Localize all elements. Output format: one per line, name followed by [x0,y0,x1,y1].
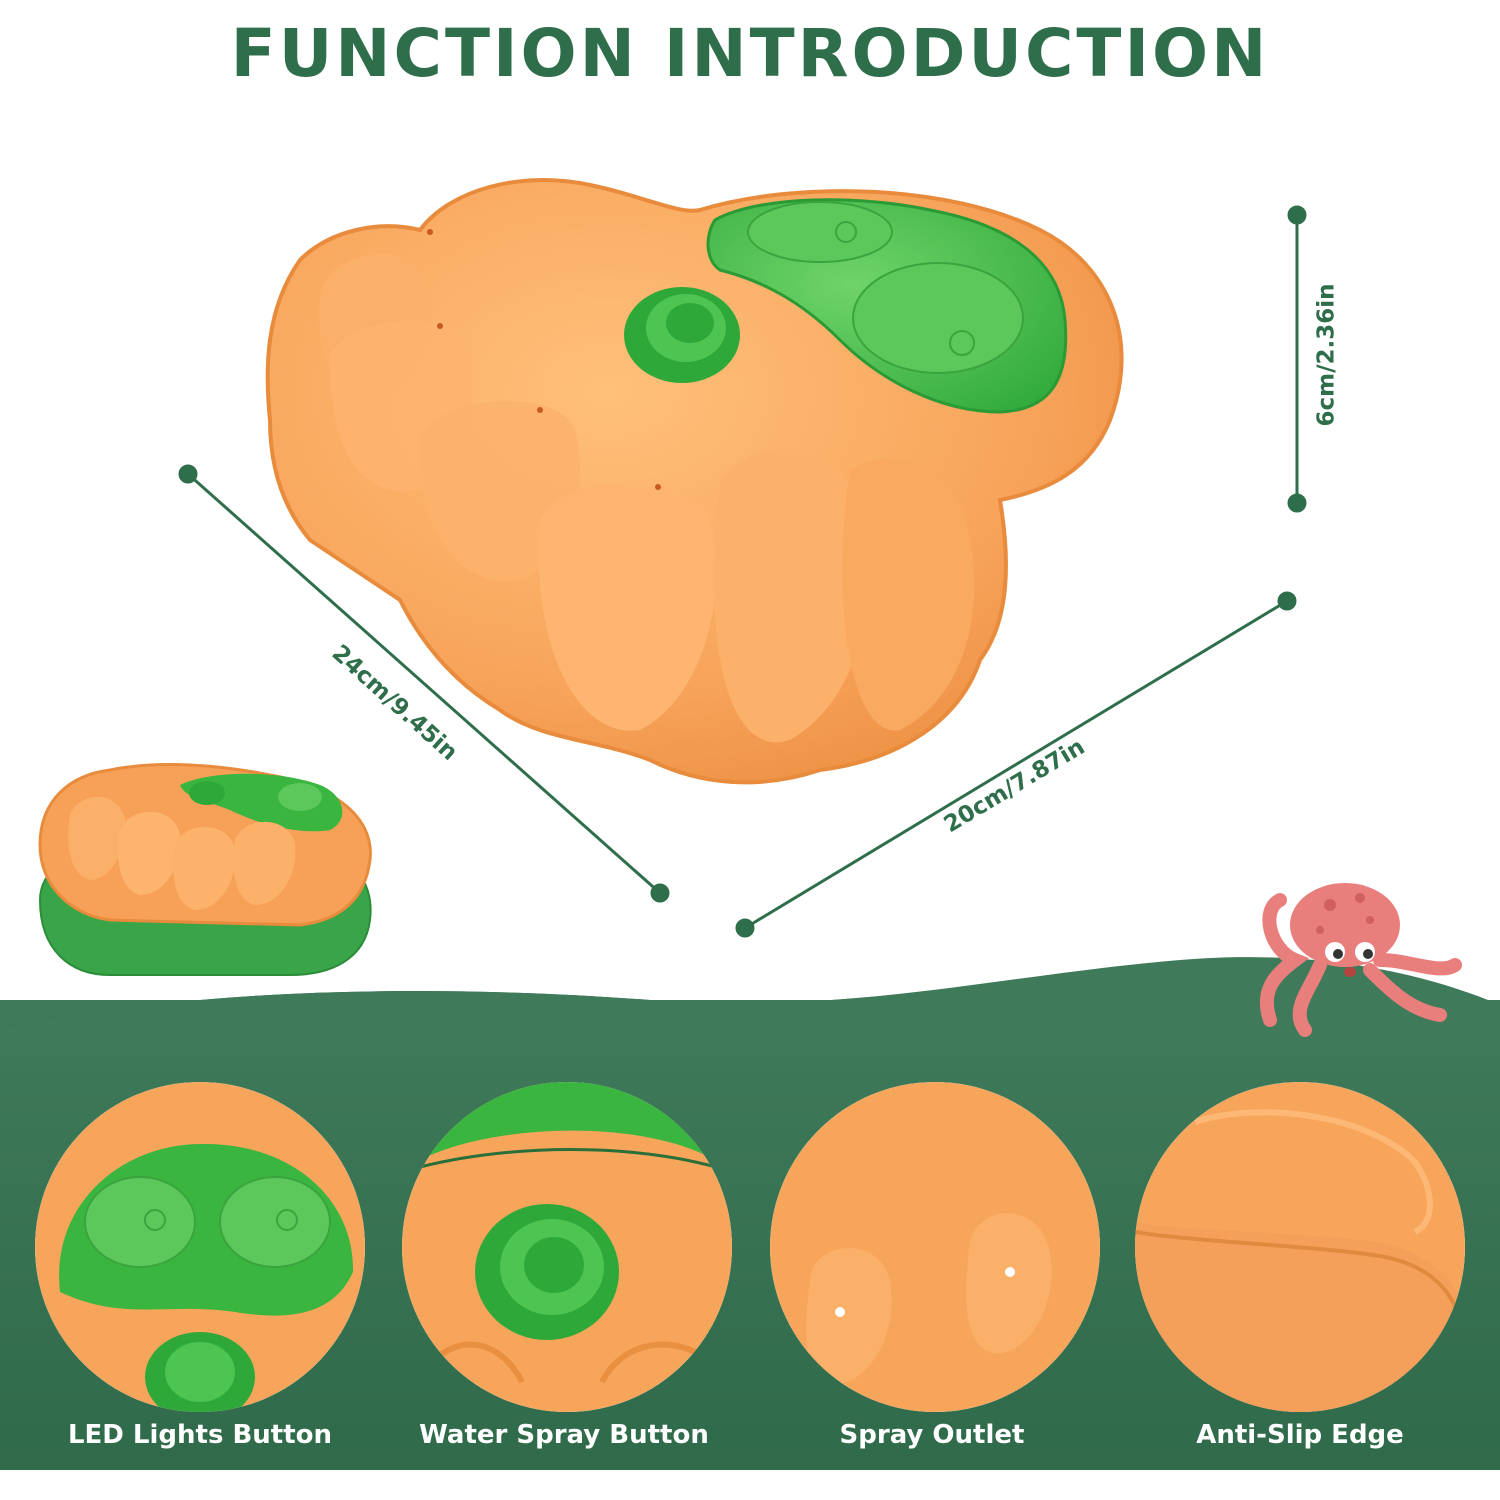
stacked-molds-image [38,763,372,976]
feature-label-water-spray: Water Spray Button [419,1420,709,1450]
octopus-mascot [1259,883,1462,1037]
page-title: FUNCTION INTRODUCTION [230,15,1270,92]
footer-strip [0,1470,1500,1500]
feature-label-anti-slip: Anti-Slip Edge [1196,1420,1404,1450]
feature-circle-spray-outlet [770,1082,1100,1412]
octopus-mold-toy [265,178,1124,785]
main-product-image [0,178,1500,1000]
width-dimension-line [735,591,1297,938]
height-dimension-line [1287,205,1307,513]
feature-circle-anti-slip [1135,1082,1465,1412]
length-dimension-line [178,464,670,903]
feature-circle-led-lights [35,1082,365,1412]
feature-label-spray-outlet: Spray Outlet [839,1420,1025,1450]
feature-circle-water-spray [402,1082,732,1412]
wave-top [0,961,1500,1055]
feature-label-led-lights: LED Lights Button [67,1420,333,1450]
height-label: 6cm/2.36in [1313,283,1340,427]
